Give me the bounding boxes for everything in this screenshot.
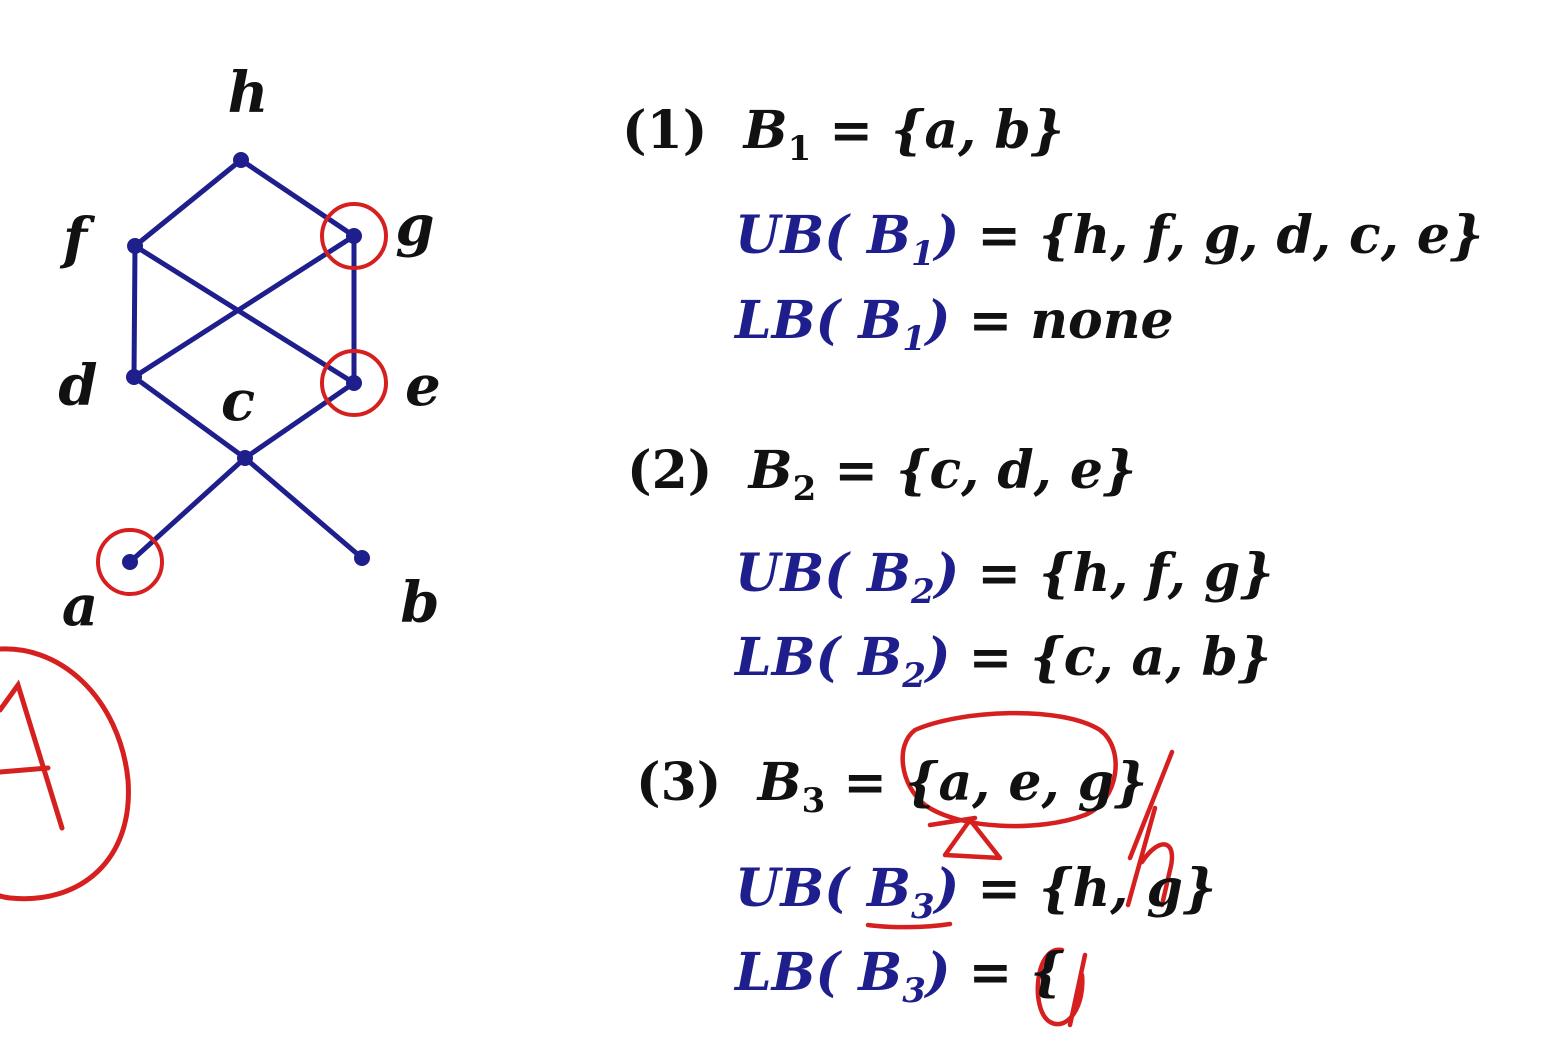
node-label-c: c: [221, 368, 255, 434]
problem-1-set-value: = {a, b}: [829, 100, 1065, 161]
problem-3-ub-value: = {h, g}: [977, 858, 1217, 919]
edge-e-c: [242, 380, 357, 461]
circle-mark-g: [320, 202, 388, 270]
problem-2-number: (2): [627, 440, 713, 501]
problem-1-lb: LB( B1) = none: [735, 290, 1174, 359]
edge-c-b: [242, 455, 365, 561]
node-d: [126, 369, 142, 385]
node-label-f: f: [59, 206, 96, 272]
handwritten-annotations: [0, 646, 1175, 1028]
edge-f-d: [131, 243, 138, 380]
lb-label: LB(: [735, 290, 841, 351]
b3-triangle-mark: [927, 815, 1003, 861]
node-g: [346, 228, 362, 244]
b3-slash-mark: [1127, 749, 1175, 861]
annotation-circles: [96, 202, 388, 596]
edge-d-c: [131, 374, 248, 461]
problem-1-set-name: B: [743, 100, 788, 161]
node-h: [233, 152, 249, 168]
node-label-h: h: [228, 60, 269, 126]
node-label-b: b: [400, 570, 439, 636]
edge-f-e: [132, 243, 357, 386]
edge-g-d: [131, 233, 357, 380]
problem-3-lb-value: = {: [968, 942, 1064, 1003]
node-label-a: a: [62, 573, 98, 639]
handwritten-a: [1035, 947, 1088, 1028]
problem-2-lb: LB( B2) = {c, a, b}: [735, 627, 1272, 696]
problem-1-lb-value: = none: [968, 290, 1174, 351]
node-label-g: g: [395, 193, 434, 259]
circle-mark-e: [320, 349, 388, 417]
problem-3-set-value: = {a, e, g}: [843, 752, 1148, 813]
problem-2-lb-value: = {c, a, b}: [968, 627, 1272, 688]
problem-2-set: (2) B2 = {c, d, e}: [627, 440, 1137, 509]
ub-b3-underline: [865, 921, 953, 930]
hasse-nodes: [122, 152, 370, 570]
problem-3-number: (3): [636, 752, 722, 813]
hasse-node-labels: h f g d e c a b: [58, 60, 440, 639]
margin-note-letter-a: [0, 679, 65, 831]
margin-note-circle: [0, 646, 131, 902]
problem-1-ub: UB( B1) = {h, f, g, d, c, e}: [735, 205, 1484, 274]
problem-1-subscript: 1: [787, 129, 812, 169]
problem-2-ub-value: = {h, f, g}: [977, 543, 1274, 604]
edge-c-a: [127, 455, 248, 565]
problem-1-set: (1) B1 = {a, b}: [622, 105, 1064, 169]
node-label-d: d: [58, 353, 97, 419]
problem-2-ub: UB( B2) = {h, f, g}: [735, 543, 1274, 612]
circle-mark-a: [96, 528, 164, 596]
edge-h-g: [238, 157, 357, 239]
problem-2-set-value: = {c, d, e}: [834, 440, 1137, 501]
problem-3-ub: UB( B3) = {h, g}: [735, 858, 1217, 927]
node-e: [346, 375, 362, 391]
node-b: [354, 550, 370, 566]
node-f: [127, 238, 143, 254]
node-c: [237, 450, 253, 466]
node-label-e: e: [405, 353, 441, 419]
problem-3-set: (3) B3 = {a, e, g}: [636, 752, 1148, 821]
edge-h-f: [132, 157, 244, 249]
handwritten-h: [1125, 805, 1175, 908]
problem-1-ub-value: = {h, f, g, d, c, e}: [977, 205, 1484, 266]
node-a: [122, 554, 138, 570]
problem-3-lb: LB( B3) = {: [735, 942, 1064, 1011]
problem-1-number: (1): [622, 100, 708, 161]
b3-set-loop: [900, 710, 1118, 829]
hasse-edges: [127, 157, 365, 565]
ub-label: UB(: [735, 205, 849, 266]
